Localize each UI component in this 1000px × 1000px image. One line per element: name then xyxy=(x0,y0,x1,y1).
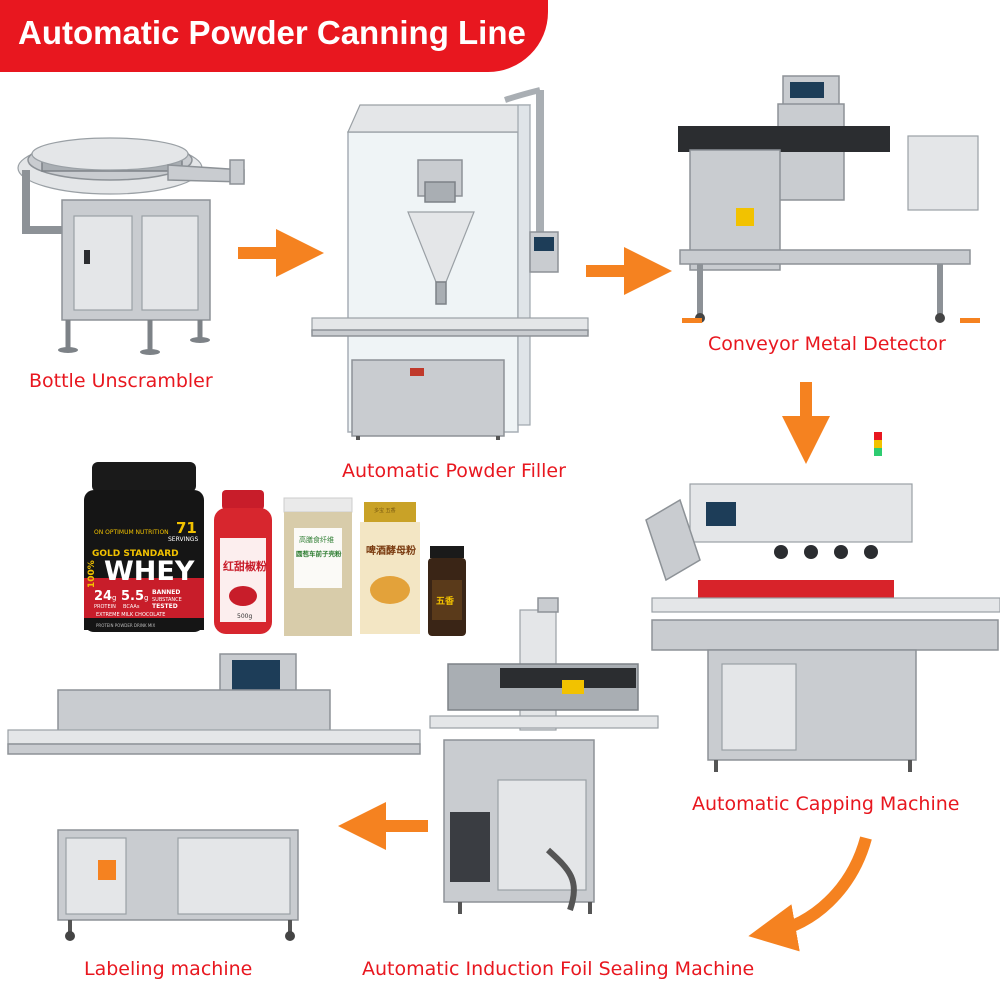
metal-detector-machine xyxy=(678,75,980,323)
whey-footer: PROTEIN POWDER DRINK MIX xyxy=(96,623,155,628)
capping-machine xyxy=(645,432,1000,772)
whey-stat2-label: BCAAs xyxy=(123,604,140,610)
label-bottle-unscrambler: Bottle Unscrambler xyxy=(29,370,213,392)
label-induction-sealer: Automatic Induction Foil Sealing Machine xyxy=(362,958,755,980)
yeast-top-label: 多宝 五香 xyxy=(374,507,396,514)
whey-percent: 100% xyxy=(87,560,97,588)
whey-banned-1: BANNED xyxy=(152,589,180,596)
whey-stat2-unit: g xyxy=(144,594,148,602)
pepper-label: 红甜椒粉 xyxy=(223,559,267,573)
fiber-label-2: 圆苞车前子壳粉 xyxy=(296,549,342,558)
fiber-powder-jar: 高膳食纤维 圆苞车前子壳粉 xyxy=(283,497,353,636)
pepper-powder-bottle: 红甜椒粉 500g xyxy=(214,490,272,634)
label-powder-filler: Automatic Powder Filler xyxy=(342,460,566,482)
label-labeling-machine: Labeling machine xyxy=(84,958,253,980)
whey-stat1-unit: g xyxy=(112,594,116,602)
whey-brand-text: ON OPTIMUM NUTRITION xyxy=(94,529,169,536)
bottle-unscrambler-machine xyxy=(17,137,245,355)
arrow-capper-to-sealer xyxy=(748,836,872,952)
page-title: Automatic Powder Canning Line xyxy=(18,14,526,51)
whey-stat1-label: PROTEIN xyxy=(94,604,116,610)
spice-jar: 五香 xyxy=(428,546,466,636)
whey-name: WHEY xyxy=(104,556,195,587)
whey-stat2-num: 5.5 xyxy=(121,589,144,604)
yeast-label: 啤酒酵母粉 xyxy=(366,544,416,557)
whey-gold-standard: GOLD STANDARD xyxy=(92,549,179,559)
whey-banned-3: TESTED xyxy=(152,603,178,610)
label-metal-detector: Conveyor Metal Detector xyxy=(708,333,946,355)
whey-stat1-num: 24 xyxy=(94,589,112,604)
whey-servings-label: SERVINGS xyxy=(168,536,198,543)
pepper-weight: 500g xyxy=(237,613,252,620)
yeast-powder-jar: 多宝 五香 啤酒酵母粉 xyxy=(360,502,420,634)
whey-servings-num: 71 xyxy=(176,519,197,537)
whey-flavor: EXTREME MILK CHOCOLATE xyxy=(96,612,165,618)
whey-banned-2: SUBSTANCE xyxy=(152,597,182,603)
label-capping-machine: Automatic Capping Machine xyxy=(692,793,960,815)
title-banner xyxy=(0,0,548,72)
spice-label: 五香 xyxy=(436,595,455,607)
powder-filler-machine xyxy=(311,87,589,440)
labeling-machine xyxy=(7,653,421,941)
induction-sealer-machine xyxy=(429,597,659,914)
whey-protein-tub: ON OPTIMUM NUTRITION 71 SERVINGS GOLD ST… xyxy=(84,462,204,632)
fiber-label-1: 高膳食纤维 xyxy=(299,535,334,544)
